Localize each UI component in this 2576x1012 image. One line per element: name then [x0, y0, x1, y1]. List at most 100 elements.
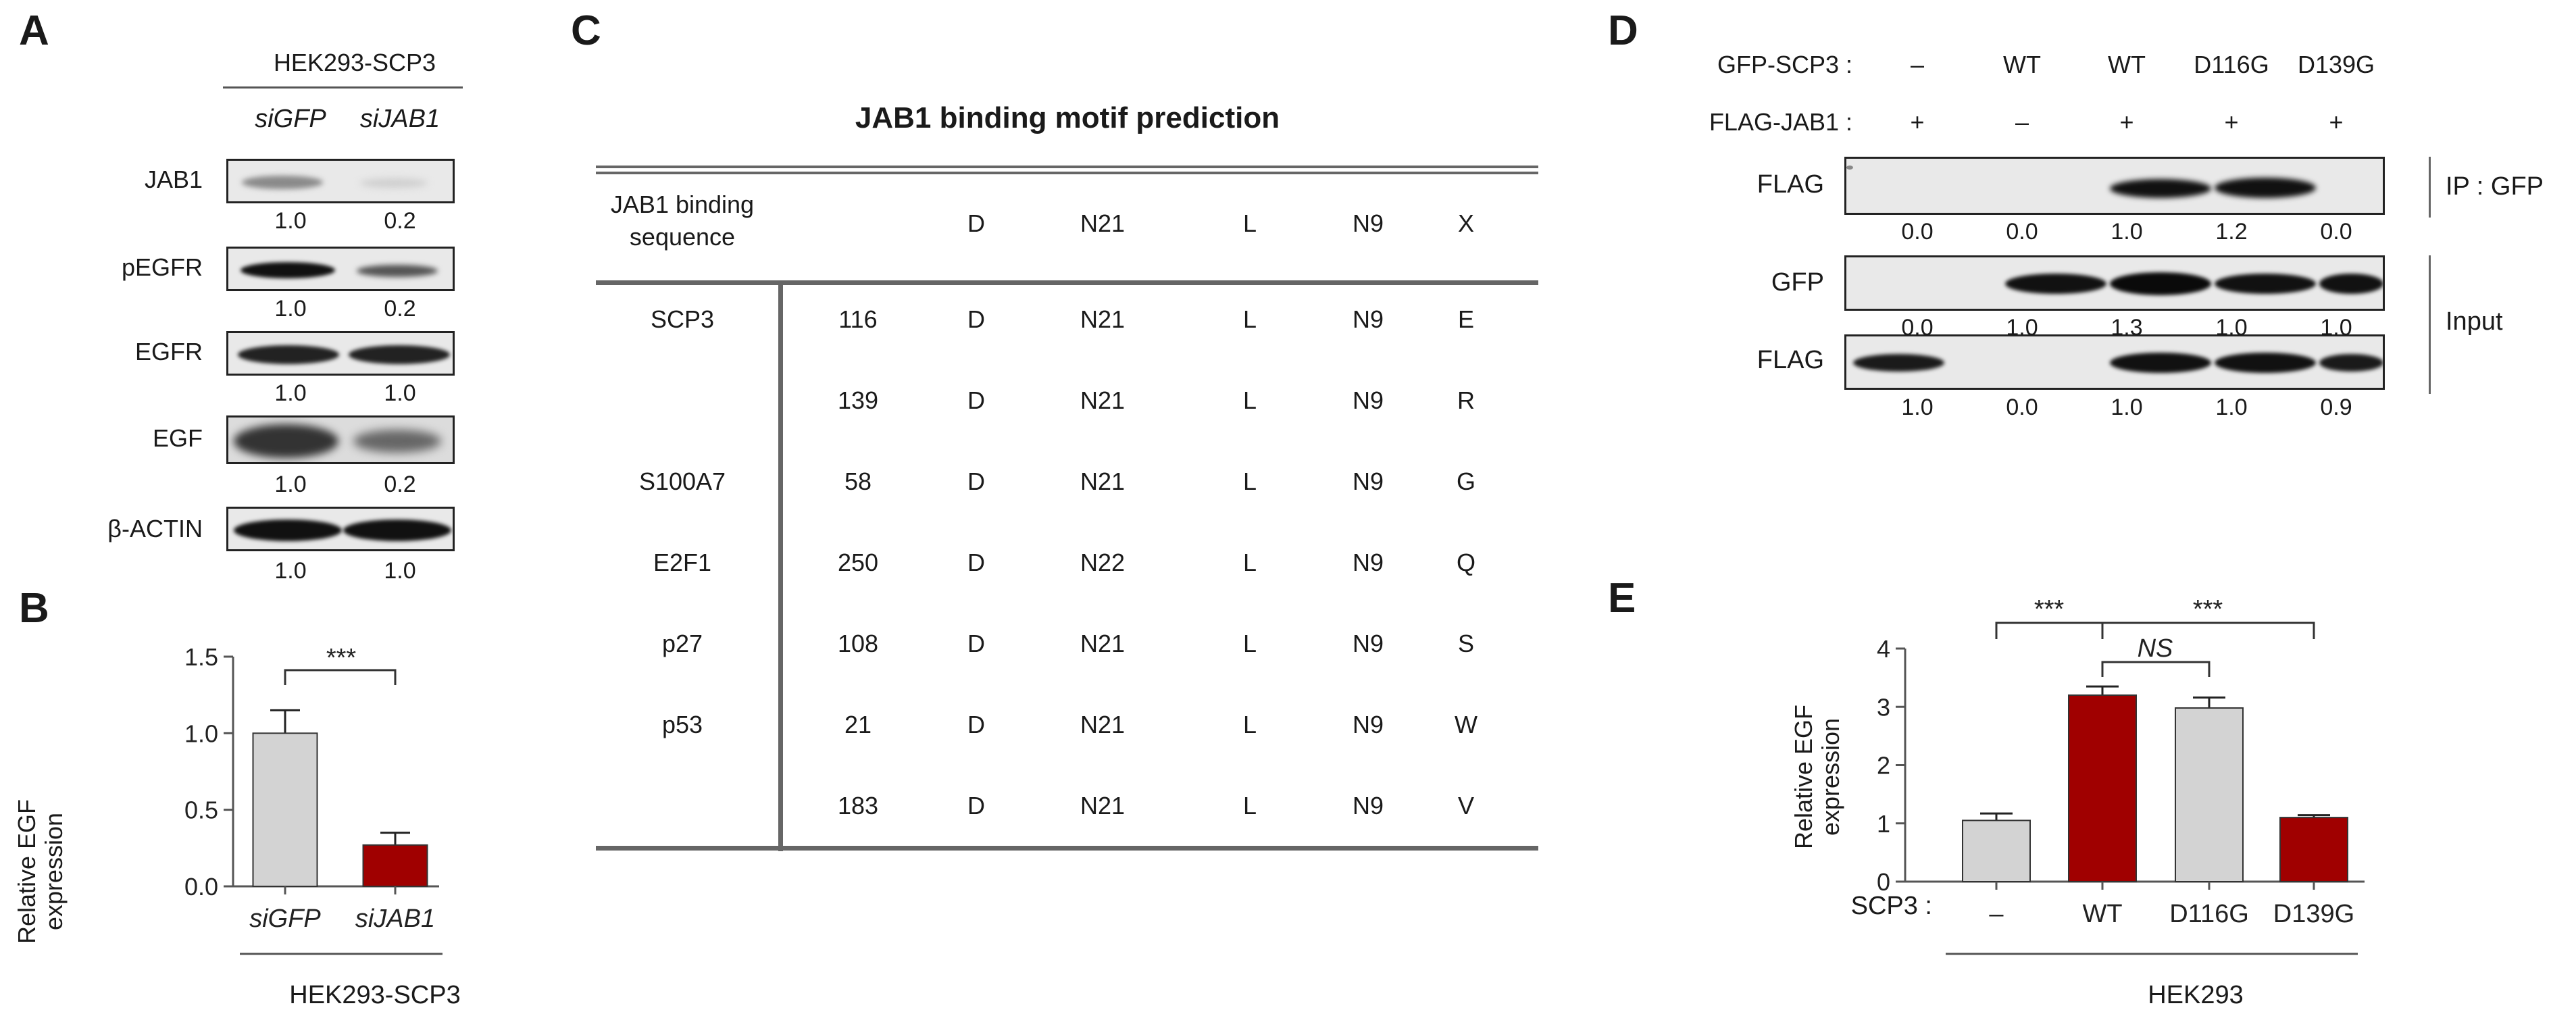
quant-d-1-3: 1.0 — [2215, 315, 2248, 340]
quant-jab1-1: 1.0 — [274, 208, 307, 234]
panel-b-label: B — [19, 585, 49, 632]
sig-marker-left: *** — [2034, 595, 2065, 624]
x-tick-label: siGFP — [249, 905, 321, 933]
quant-d-2-0: 1.0 — [1901, 395, 1934, 420]
blot-egfr — [226, 331, 455, 376]
quant-jab1-2: 0.2 — [384, 208, 416, 234]
quant-d-1-0: 0.0 — [1901, 315, 1934, 340]
table-cell-x: R — [1457, 386, 1475, 414]
blot-label-pegfr: pEGFR — [121, 253, 203, 281]
blot-label-jab1: JAB1 — [144, 166, 203, 193]
bar — [2175, 707, 2244, 882]
input-label: Input — [2446, 307, 2503, 336]
quant-pegfr-1: 1.0 — [274, 296, 307, 322]
y-tick-label: 0 — [1877, 868, 1890, 896]
y-tick-label: 4 — [1877, 635, 1890, 663]
lane-label-sijab1: siJAB1 — [359, 105, 440, 133]
table-cell-n2: N9 — [1352, 549, 1384, 576]
quant-d-0-2: 1.0 — [2111, 219, 2143, 245]
chart-b-ylabel-line2: expression — [40, 812, 68, 931]
table-cell-n1: N21 — [1080, 467, 1126, 495]
table-cell-d: D — [967, 467, 985, 495]
gfp-lane-label: WT — [2003, 51, 2041, 78]
table-cell-d: D — [967, 711, 985, 738]
table-cell-n1: N21 — [1080, 792, 1126, 819]
y-tick-label: 1.5 — [184, 643, 218, 671]
chart-b-group-label: HEK293-SCP3 — [289, 981, 461, 1009]
flag-lane-label: + — [2329, 108, 2344, 136]
ip-label: IP : GFP — [2446, 172, 2544, 201]
quant-d-1-2: 1.3 — [2111, 315, 2143, 340]
quant-d-0-0: 0.0 — [1901, 219, 1934, 245]
table-header-n9: N9 — [1352, 209, 1384, 237]
table-cell-protein: p53 — [661, 711, 703, 738]
sig-bracket-left — [1995, 622, 2104, 639]
table-cell-pos: 116 — [838, 305, 878, 333]
table-cell-pos: 139 — [837, 386, 879, 414]
sig-marker-mid: NS — [2138, 634, 2173, 663]
table-cell-l: L — [1242, 467, 1257, 495]
blot-label-input-gfp: GFP — [1771, 268, 1824, 297]
quant-d-2-4: 0.9 — [2320, 395, 2352, 420]
table-cell-pos: 21 — [844, 711, 872, 738]
panel-c-label: C — [571, 7, 601, 54]
sig-bracket-right — [2101, 622, 2315, 639]
gfp-scp3-label: GFP-SCP3 : — [1717, 51, 1852, 78]
table-cell-pos: 183 — [837, 792, 879, 819]
gfp-lane-label: D139G — [2297, 51, 2375, 78]
table-cell-l: L — [1242, 386, 1257, 414]
y-tick-label: 0.0 — [184, 873, 218, 901]
sig-bracket — [284, 669, 397, 685]
table-cell-x: V — [1457, 792, 1475, 819]
flag-lane-label: + — [2119, 108, 2134, 136]
chart-e-ylabel-line2: expression — [1817, 717, 1844, 836]
blot-input-gfp — [1844, 255, 2385, 311]
blot-egf — [226, 415, 455, 464]
x-tick-label: D139G — [2273, 900, 2354, 928]
table-cell-n2: N9 — [1352, 467, 1384, 495]
table-cell-n2: N9 — [1352, 792, 1384, 819]
x-tick-label: D116G — [2169, 900, 2249, 928]
table-cell-l: L — [1242, 305, 1257, 333]
x-tick-label: – — [1989, 900, 2004, 928]
flag-lane-label: + — [1910, 108, 1925, 136]
y-tick-label: 0.5 — [184, 796, 218, 824]
blot-label-input-flag: FLAG — [1757, 346, 1824, 374]
quant-egfr-1: 1.0 — [274, 380, 307, 406]
panel-a-label: A — [19, 7, 49, 54]
table-top-rule — [596, 166, 1538, 168]
sig-bracket-mid — [2101, 661, 2211, 677]
quant-d-1-1: 1.0 — [2006, 315, 2038, 340]
quant-d-0-1: 0.0 — [2006, 219, 2038, 245]
bar — [1962, 819, 2031, 882]
input-bracket — [2429, 255, 2431, 394]
table-cell-x: S — [1457, 630, 1475, 657]
bar — [2279, 817, 2348, 882]
table-cell-n1: N22 — [1080, 549, 1126, 576]
table-header-seq-2: sequence — [629, 223, 736, 251]
table-cell-protein: E2F1 — [653, 549, 712, 576]
quant-actin-2: 1.0 — [384, 558, 416, 584]
quant-d-2-2: 1.0 — [2111, 395, 2143, 420]
table-cell-protein: S100A7 — [638, 467, 726, 495]
chart-e-xlabel: SCP3 : — [1850, 892, 1932, 920]
table-cell-n1: N21 — [1080, 711, 1126, 738]
y-tick-label: 2 — [1877, 752, 1890, 780]
quant-d-2-1: 0.0 — [2006, 395, 2038, 420]
quant-d-1-4: 1.0 — [2320, 315, 2352, 340]
sig-marker-right: *** — [2193, 595, 2223, 624]
blot-input-flag — [1844, 334, 2385, 390]
table-header-rule — [596, 280, 1538, 285]
y-tick-label: 1.0 — [184, 719, 218, 747]
chart-b-ylabel-line1: Relative EGF — [13, 799, 41, 944]
table-cell-d: D — [967, 630, 985, 657]
quant-egf-2: 0.2 — [384, 472, 416, 497]
blot-label-egf: EGF — [152, 424, 203, 452]
table-header-n21: N21 — [1080, 209, 1126, 237]
quant-pegfr-2: 0.2 — [384, 296, 416, 322]
table-cell-n1: N21 — [1080, 386, 1126, 414]
table-header-d: D — [967, 209, 985, 237]
table-cell-d: D — [967, 792, 985, 819]
sig-marker: *** — [326, 644, 357, 672]
